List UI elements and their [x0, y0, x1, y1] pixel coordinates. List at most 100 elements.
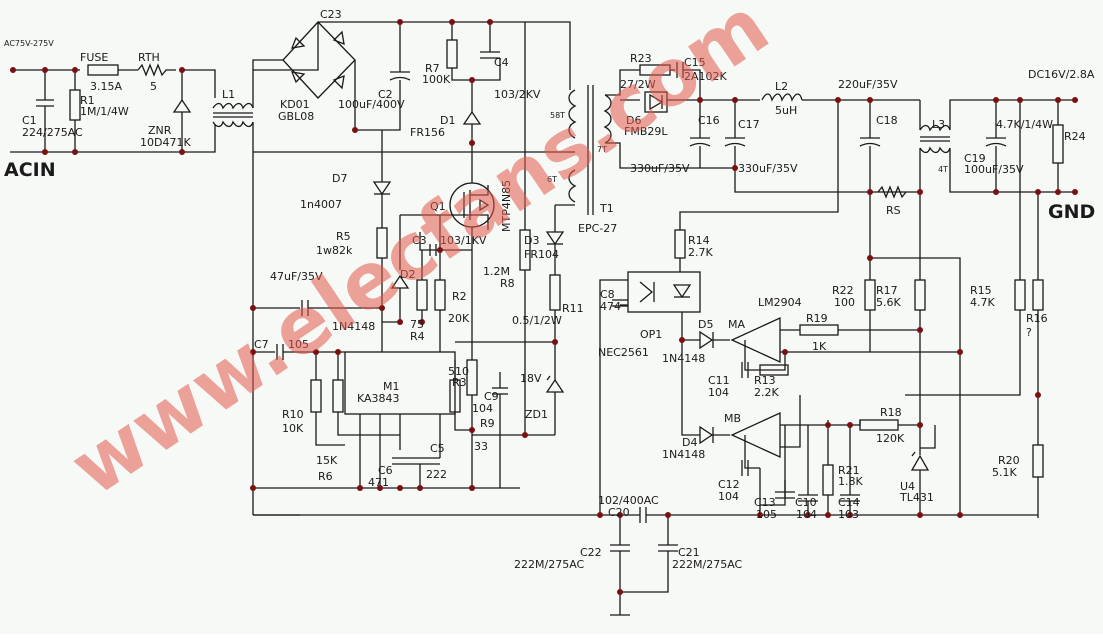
m1-value: KA3843: [357, 392, 400, 405]
c1-value: 224/275AC: [22, 126, 83, 139]
c2-label: C2: [378, 88, 393, 101]
r4-label: R4: [410, 330, 425, 343]
d1-label: D1: [440, 114, 455, 127]
cap-47-label: 47uF/35V: [270, 270, 323, 283]
r3-label: R3: [452, 376, 467, 389]
c2-value: 100uF/400V: [338, 98, 405, 111]
c23-label: C23: [320, 8, 342, 21]
c17-label: C17: [738, 118, 760, 131]
r13-label: R13: [754, 374, 776, 387]
d4-label: D4: [682, 436, 697, 449]
u4-label: U4: [900, 480, 915, 493]
r17-label: R17: [876, 284, 898, 297]
t1-label: T1: [599, 202, 614, 215]
c4-label: C4: [494, 56, 509, 69]
r13-value: 2.2K: [754, 386, 779, 399]
q1-label: Q1: [430, 200, 446, 213]
r21-label: R21: [838, 464, 860, 477]
r8-value: 1.2M: [483, 265, 510, 278]
c8-label: C8: [600, 288, 615, 301]
bridge-rectifier: [252, 21, 571, 180]
c12-value: 104: [718, 490, 739, 503]
r10-label: R10: [282, 408, 304, 421]
zd1-label: ZD1: [525, 408, 548, 421]
r23-label: R23: [630, 52, 652, 65]
d2-label: D2: [400, 268, 415, 281]
d3-value: FR104: [524, 248, 559, 261]
c14-value: 103: [838, 508, 859, 521]
transformer-l1: [212, 22, 319, 152]
rth-value: 5: [150, 80, 157, 93]
c21-label: C21: [678, 546, 700, 559]
r18-value: 120K: [876, 432, 905, 445]
c5-value: 222: [426, 468, 447, 481]
r24-label: R24: [1064, 130, 1086, 143]
znr-value: 10D471K: [140, 136, 191, 149]
r16-label: R16: [1026, 312, 1048, 325]
c18-value: 220uF/35V: [838, 78, 898, 91]
r1-value: 1M/1/4W: [80, 105, 129, 118]
t1-type: EPC-27: [578, 222, 617, 235]
c16-label: C16: [698, 114, 720, 127]
c1-label: C1: [22, 114, 37, 127]
junction-dots: [10, 19, 1078, 595]
r6-label: R6: [318, 470, 333, 483]
r22-label: R22: [832, 284, 854, 297]
r19-label: R19: [806, 312, 828, 325]
r2-value: 20K: [448, 312, 470, 325]
c11-value: 104: [708, 386, 729, 399]
r11-value: 0.5/1/2W: [512, 314, 562, 327]
c15-value: 2A102K: [684, 70, 728, 83]
r16-value: ?: [1026, 326, 1032, 339]
d2-value: 1N4148: [332, 320, 375, 333]
r-top-value: 4.7K/1/4W: [996, 118, 1053, 131]
c20-value: 102/400AC: [598, 494, 659, 507]
c22-value: 222M/275AC: [514, 558, 585, 571]
ma-label: MA: [728, 318, 745, 331]
c7-value: 105: [288, 338, 309, 351]
c19-value: 100uF/35V: [964, 163, 1024, 176]
r8-label: R8: [500, 277, 515, 290]
c19-label: C19: [964, 152, 986, 165]
fuse-value: 3.15A: [90, 80, 122, 93]
r15-value: 4.7K: [970, 296, 995, 309]
r15-label: R15: [970, 284, 992, 297]
u4-value: TL431: [899, 491, 934, 504]
mb-label: MB: [724, 412, 741, 425]
d7-label: D7: [332, 172, 347, 185]
l1-label: L1: [222, 88, 235, 101]
znr-label: ZNR: [148, 124, 172, 137]
c3-label: C3: [412, 234, 427, 247]
r2-label: R2: [452, 290, 467, 303]
d5-value: 1N4148: [662, 352, 705, 365]
acin-label: ACIN: [4, 159, 56, 181]
ac-range-label: AC75V-275V: [4, 39, 54, 48]
r1-label: R1: [80, 94, 95, 107]
d7-value: 1n4007: [300, 198, 342, 211]
r20-label: R20: [998, 454, 1020, 467]
c11-label: C11: [708, 374, 730, 387]
c18-label: C18: [876, 114, 898, 127]
c6-value: 471: [368, 476, 389, 489]
r19-value: 1K: [812, 340, 827, 353]
r21-value: 1.8K: [838, 475, 863, 488]
r18-label: R18: [880, 406, 902, 419]
r7-value: 100K: [422, 73, 451, 86]
r6-value: 15K: [316, 454, 338, 467]
d6-value: FMB29L: [624, 125, 668, 138]
r4-value: 75: [410, 318, 424, 331]
c10-value: 104: [796, 508, 817, 521]
c12-label: C12: [718, 478, 740, 491]
c3-value: 103/1KV: [440, 234, 487, 247]
winding-4t: 4T: [938, 165, 948, 174]
c17-value: 330uF/35V: [738, 162, 798, 175]
controller-m1: [253, 344, 520, 489]
r5-value: 1w82k: [316, 244, 353, 257]
op1-label: OP1: [640, 328, 662, 341]
rs-label: RS: [886, 204, 901, 217]
c13-value: 105: [756, 508, 777, 521]
r11-label: R11: [562, 302, 584, 315]
r14-label: R14: [688, 234, 710, 247]
m1-label: M1: [383, 380, 400, 393]
